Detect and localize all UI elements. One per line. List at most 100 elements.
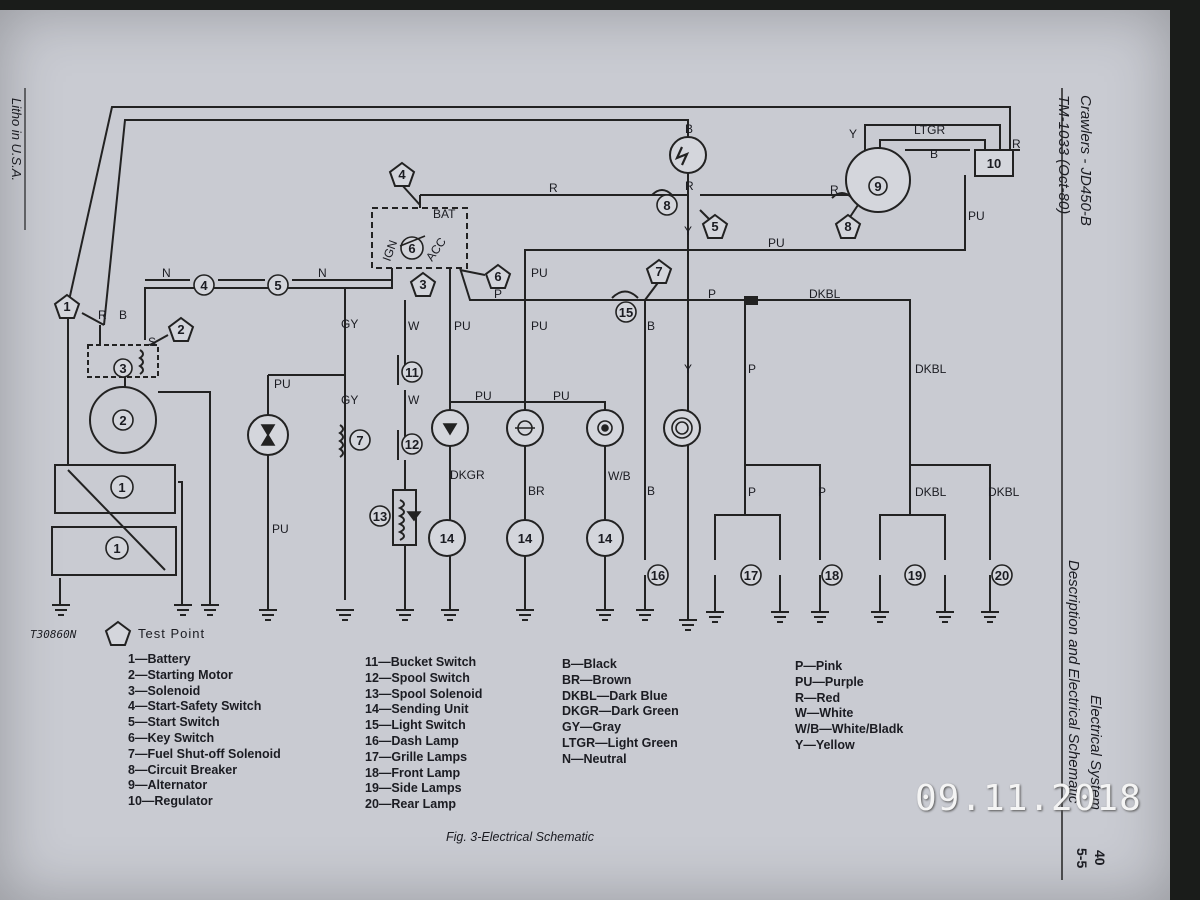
wire-label: PU (475, 389, 492, 403)
legend-item: LTGR—Light Green (562, 735, 678, 750)
node-label-5: 5 (274, 278, 281, 293)
legend-item: N—Neutral (562, 751, 627, 766)
node-label-3: 3 (419, 277, 426, 292)
node-label-4: 4 (200, 278, 208, 293)
manual-title: Crawlers - JD450-B (1077, 95, 1094, 226)
node-label-2: 2 (119, 413, 126, 428)
wire-color-legend-1: B—Black BR—Brown DKBL—Dark Blue DKGR—Dar… (562, 657, 679, 768)
manual-code: TM-1033 (Oct-80) (1055, 95, 1072, 215)
legend-item: R—Red (795, 690, 841, 705)
node-label-9: 9 (874, 179, 881, 194)
node-label-14: 14 (518, 531, 533, 546)
wire-label: BR (528, 484, 545, 498)
node-label-14: 14 (598, 531, 613, 546)
wire-label: PU (768, 236, 785, 250)
legend-item: 20—Rear Lamp (365, 797, 457, 812)
node-label-8: 8 (844, 219, 851, 234)
legend-item: 16—Dash Lamp (365, 733, 459, 748)
component-legend-1: 1—Battery 2—Starting Motor 3—Solenoid 4—… (128, 652, 281, 810)
photo-date-stamp: 09.11.2018 (915, 778, 1142, 819)
legend-item: 7—Fuel Shut-off Solenoid (128, 746, 281, 761)
wire-label: ACC (423, 235, 449, 264)
wire-label: R (1012, 137, 1021, 151)
section-title: Description and Electrical Schematic (1065, 560, 1082, 804)
wire-label: LTGR (914, 123, 945, 137)
wire-label: PU (553, 389, 570, 403)
legend-item: 1—Battery (128, 652, 191, 666)
node-label-7: 7 (655, 264, 662, 279)
wire-label: S (148, 335, 156, 349)
legend-item: B—Black (562, 657, 617, 671)
node-label-17: 17 (744, 568, 758, 583)
legend-item: 5—Start Switch (128, 715, 220, 730)
legend-item: 12—Spool Switch (365, 670, 470, 685)
legend-item: BR—Brown (562, 672, 632, 687)
wire-label: PU (272, 522, 289, 536)
legend-item: DKGR—Dark Green (562, 704, 679, 719)
wire-color-legend-2: P—Pink PU—Purple R—Red W—White W/B—White… (795, 659, 903, 754)
legend-item: W—White (795, 706, 854, 721)
wire-label: R (98, 308, 107, 322)
wire-label: B (685, 122, 693, 136)
wire-label: P (708, 287, 716, 301)
wire-label: PU (531, 319, 548, 333)
legend-item: GY—Gray (562, 720, 622, 735)
node-label-6: 6 (494, 269, 501, 284)
node-label-12: 12 (405, 437, 419, 452)
wire-label: P (748, 362, 756, 376)
litho-note: Litho in U.S.A. (9, 98, 24, 182)
legend-item: PU—Purple (795, 674, 864, 689)
legend-item: 8—Circuit Breaker (128, 762, 238, 777)
wire-label: W (408, 393, 420, 407)
wire-label: PU (968, 209, 985, 223)
wire-label: DKGR (450, 468, 485, 482)
legend-item: 15—Light Switch (365, 718, 466, 733)
wire-label: PU (531, 266, 548, 280)
wire-label: GY (341, 317, 358, 331)
node-label-14: 14 (440, 531, 455, 546)
node-label-15: 15 (619, 305, 633, 320)
legend-item: DKBL—Dark Blue (562, 688, 668, 703)
node-label-5: 5 (711, 219, 718, 234)
figure-caption: Fig. 3-Electrical Schematic (446, 830, 594, 844)
node-label-20: 20 (995, 568, 1009, 583)
legend-item: 2—Starting Motor (128, 667, 233, 682)
node-label-16: 16 (651, 568, 665, 583)
wire-label: R (830, 183, 839, 197)
wire-label: W/B (608, 469, 631, 483)
wire-label: W (408, 319, 420, 333)
legend-item: 13—Spool Solenoid (365, 686, 483, 701)
test-point-label: Test Point (138, 626, 206, 641)
node-label-1: 1 (118, 480, 125, 495)
node-label-4: 4 (398, 167, 406, 182)
node-label-11: 11 (405, 365, 419, 380)
wire-label: Y (849, 127, 857, 141)
node-label-18: 18 (825, 568, 839, 583)
wire-label: DKBL (915, 485, 947, 499)
legend-item: 10—Regulator (128, 794, 213, 809)
legend-item: W/B—White/Bladk (795, 722, 904, 737)
wire-label: Y (684, 362, 692, 376)
wire-label: B (119, 308, 127, 322)
wire-label: N (162, 266, 171, 280)
legend-item: 6—Key Switch (128, 730, 215, 745)
wire-label: GY (341, 393, 358, 407)
wire-label: P (818, 485, 826, 499)
component-legend-2: 11—Bucket Switch 12—Spool Switch 13—Spoo… (365, 655, 482, 813)
legend-item: 3—Solenoid (128, 683, 201, 698)
legend-item: 9—Alternator (128, 778, 208, 793)
wire-label: PU (274, 377, 291, 391)
legend-item: 17—Grille Lamps (365, 749, 468, 764)
wire-label: R (685, 179, 694, 193)
wire-label: DKBL (988, 485, 1020, 499)
node-label-8: 8 (663, 198, 670, 213)
legend-item: 14—Sending Unit (365, 702, 469, 717)
wire-label: IGN (380, 238, 400, 263)
wire-label: PU (454, 319, 471, 333)
node-label-1: 1 (63, 299, 70, 314)
node-label-19: 19 (908, 568, 922, 583)
legend-item: P—Pink (795, 659, 843, 673)
legend-item: 11—Bucket Switch (365, 655, 477, 669)
node-label-13: 13 (373, 509, 387, 524)
